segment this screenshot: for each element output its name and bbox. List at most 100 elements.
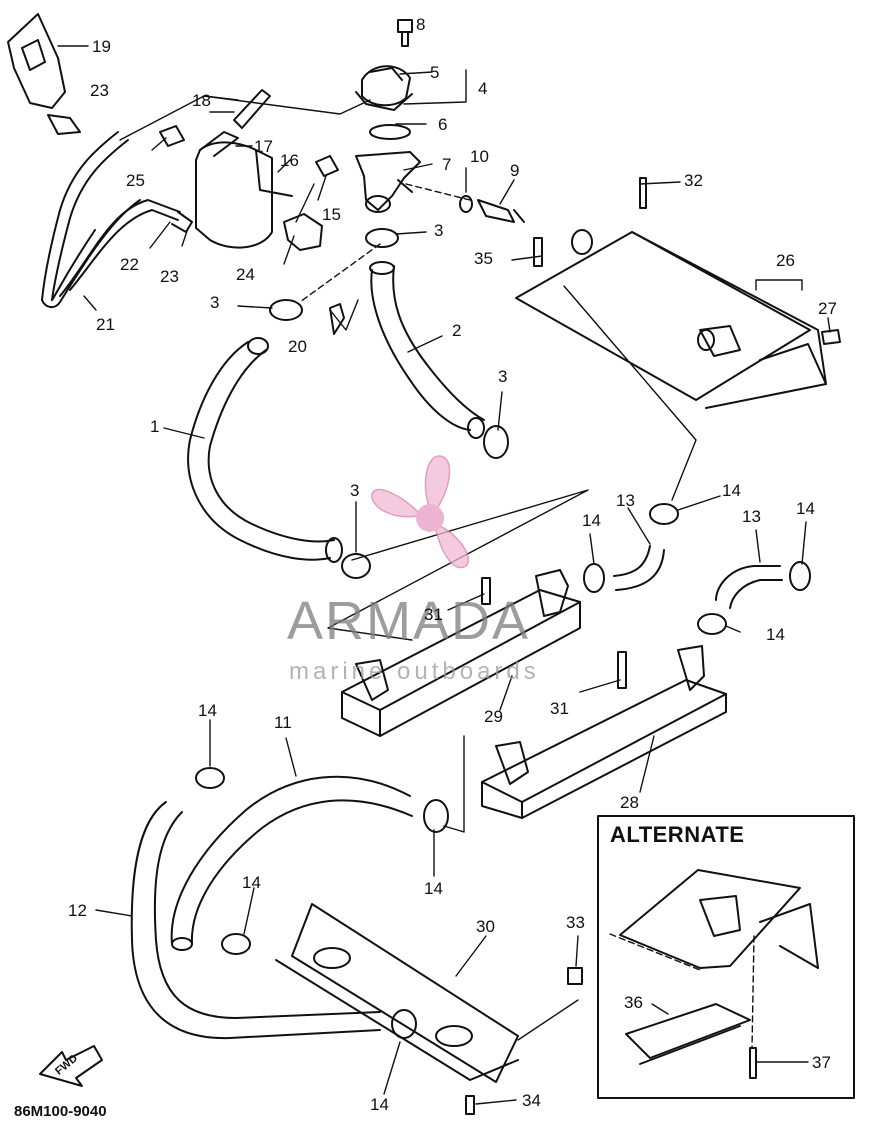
callout-27: 27: [818, 299, 837, 318]
callout-34: 34: [522, 1091, 541, 1110]
part-37-bolt: [749, 1047, 757, 1079]
part-5-cap: [355, 65, 413, 111]
part-32-bolt: [639, 177, 647, 209]
part-14-clamp: [583, 563, 605, 593]
callout-20: 20: [288, 337, 307, 356]
alternate-plate: [619, 869, 819, 969]
part-10-washer: [459, 195, 473, 213]
part-30-plate: [275, 903, 519, 1083]
callout-1: 1: [150, 417, 160, 436]
callout-29: 29: [484, 707, 503, 726]
callout-25: 25: [126, 171, 145, 190]
part-9-sensor: [477, 199, 525, 223]
callout-9: 9: [510, 161, 520, 180]
callout-6: 6: [438, 115, 448, 134]
callout-14: 14: [766, 625, 785, 644]
alternate-title: ALTERNATE: [610, 822, 745, 847]
part-14-clamp: [423, 799, 449, 833]
part-14-clamp: [697, 613, 727, 635]
part-34-bolt: [465, 1095, 475, 1115]
part-14-clamp: [649, 503, 679, 525]
callout-10: 10: [470, 147, 489, 166]
callout-17: 17: [254, 137, 273, 156]
callout-3: 3: [498, 367, 508, 386]
callout-14: 14: [722, 481, 741, 500]
callout-23: 23: [90, 81, 109, 100]
part-18-pipe: [233, 89, 271, 129]
alternate-box: [597, 815, 855, 1099]
part-13-hose: [613, 545, 665, 591]
document-code: 86M100-9040: [14, 1103, 107, 1120]
part-15-fitting: [315, 155, 339, 177]
part-6-oring: [369, 124, 411, 140]
callout-31: 31: [424, 605, 443, 624]
callout-7: 7: [442, 155, 452, 174]
callout-13: 13: [616, 491, 635, 510]
part-14-clamp: [789, 561, 811, 591]
part-29-cooler: [341, 569, 581, 737]
callout-14: 14: [242, 873, 261, 892]
part-26-plate: [515, 229, 827, 409]
part-19-bracket: [7, 13, 81, 135]
part-3-clamp: [483, 425, 509, 459]
callout-33: 33: [566, 913, 585, 932]
callout-19: 19: [92, 37, 111, 56]
callout-32: 32: [684, 171, 703, 190]
part-24-bracket: [283, 213, 323, 251]
part-20-fitting: [329, 303, 345, 335]
callout-14: 14: [424, 879, 443, 898]
part-7-housing: [355, 151, 421, 213]
callout-31: 31: [550, 699, 569, 718]
callout-3: 3: [434, 221, 444, 240]
callout-3: 3: [350, 481, 360, 500]
callout-3: 3: [210, 293, 220, 312]
part-33-bolt: [567, 967, 583, 985]
part-3-clamp: [365, 228, 399, 248]
part-12-hose: [130, 801, 381, 1040]
callout-12: 12: [68, 901, 87, 920]
callout-2: 2: [452, 321, 462, 340]
part-14-clamp: [195, 767, 225, 789]
callout-4: 4: [478, 79, 488, 98]
callout-30: 30: [476, 917, 495, 936]
callout-8: 8: [416, 15, 426, 34]
part-13-hose: [715, 565, 783, 609]
callout-15: 15: [322, 205, 341, 224]
callout-22: 22: [120, 255, 139, 274]
callout-14: 14: [796, 499, 815, 518]
callout-16: 16: [280, 151, 299, 170]
callout-11: 11: [274, 713, 292, 732]
part-8-bolt: [397, 19, 413, 47]
part-28-cooler: [481, 645, 727, 819]
watermark-logo: [371, 455, 469, 569]
part-16-tank: [195, 131, 293, 249]
part-27-fitting: [821, 329, 841, 345]
callout-37: 37: [812, 1053, 831, 1072]
watermark-brand: ARMADA: [287, 591, 531, 651]
part-36-bracket: [625, 1003, 751, 1065]
part-3-clamp: [341, 553, 371, 579]
part-14-clamp: [221, 933, 251, 955]
watermark-tagline: marine outboards: [289, 658, 540, 685]
callout-35: 35: [474, 249, 493, 268]
callout-14: 14: [582, 511, 601, 530]
part-22-hose: [59, 199, 193, 297]
callout-24: 24: [236, 265, 255, 284]
callout-13: 13: [742, 507, 761, 526]
part-25-fitting: [159, 125, 185, 147]
part-31-bolt: [617, 651, 627, 689]
part-3-clamp: [269, 299, 303, 321]
part-21-hose: [41, 131, 141, 308]
callout-26: 26: [776, 251, 795, 270]
part-35-bolt: [533, 237, 543, 267]
fwd-arrow: [39, 1045, 103, 1087]
callout-28: 28: [620, 793, 639, 812]
part-2-hose: [369, 261, 485, 439]
callout-18: 18: [192, 91, 211, 110]
callout-23: 23: [160, 267, 179, 286]
callout-14: 14: [370, 1095, 389, 1114]
callout-36: 36: [624, 993, 643, 1012]
callout-14: 14: [198, 701, 217, 720]
part-11-hose: [170, 775, 413, 951]
